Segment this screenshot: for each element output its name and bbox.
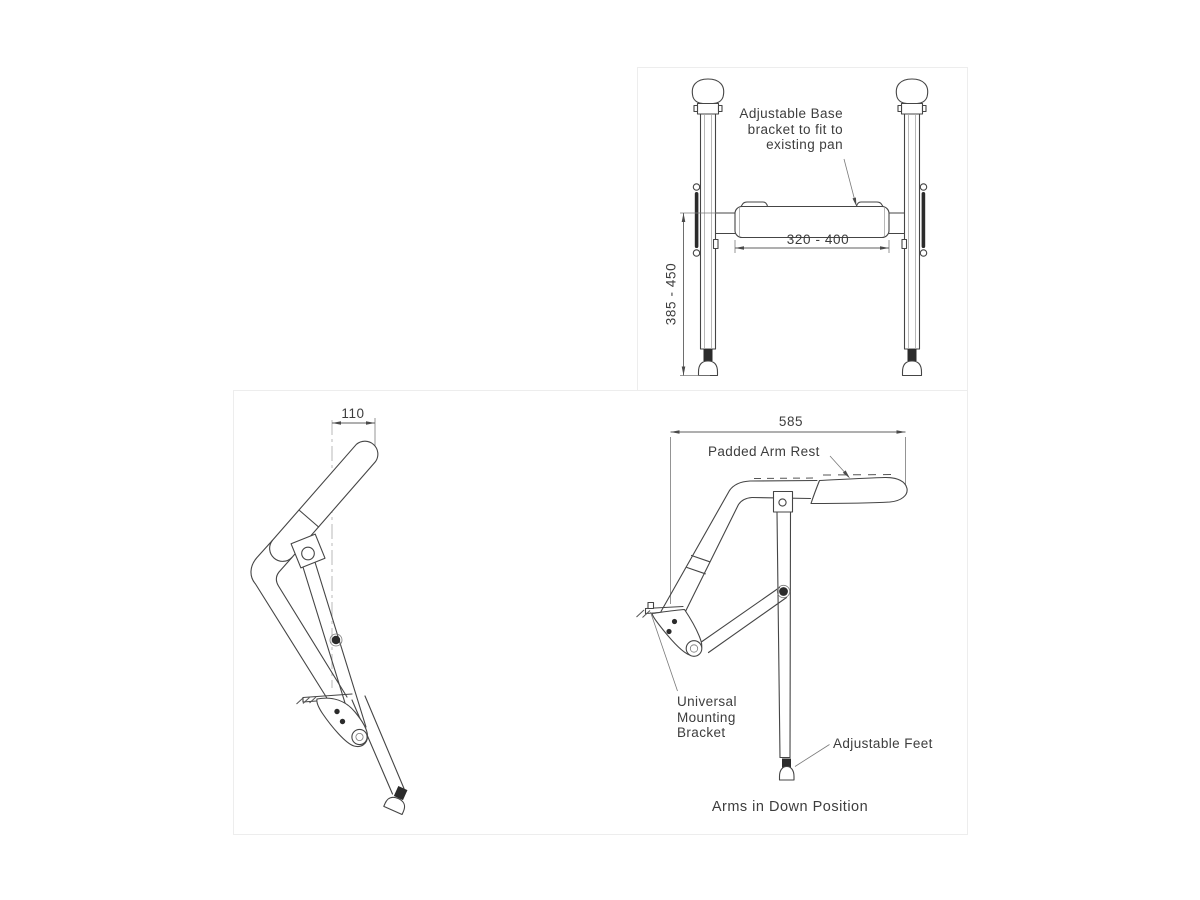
arm-offset-dimension: 110 [341, 406, 365, 421]
padded-armrest-label: Padded Arm Rest [708, 444, 820, 459]
offset-dimension-lines [332, 418, 376, 446]
front-view-drawing [680, 78, 929, 377]
mounting-bracket [296, 693, 369, 748]
base-bracket-annotation: Adjustable Base bracket to fit to existi… [739, 106, 843, 153]
arm-up-view-drawing [250, 418, 408, 816]
base-bracket-plate [694, 192, 699, 248]
adjustable-foot [778, 756, 795, 781]
depth-dimension-lines [670, 430, 906, 604]
front-width-dimension-lines [734, 240, 890, 253]
bracket-leader [650, 611, 678, 692]
pivot-pin [779, 587, 788, 596]
arm-tube [250, 539, 331, 704]
armrest-tube [749, 479, 818, 482]
left-leg [691, 78, 725, 377]
front-width-dimension: 320 - 400 [786, 232, 850, 247]
folding-strut [701, 586, 781, 643]
front-height-dimension-lines [680, 212, 716, 376]
base-bracket-plate [921, 192, 926, 248]
armrest-leader [829, 455, 850, 479]
pivot-pin [331, 635, 341, 645]
feet-leader [794, 744, 830, 767]
front-height-dimension: 385 - 450 [663, 262, 679, 326]
annotation-leader [843, 158, 857, 207]
adjustable-foot [703, 349, 713, 361]
leg-tube [776, 511, 781, 759]
leg-tube [351, 699, 394, 795]
arm-down-view-drawing [636, 430, 908, 781]
adjustable-foot [907, 349, 917, 361]
caption-arms-down: Arms in Down Position [711, 799, 869, 815]
arm-depth-dimension: 585 [778, 414, 804, 429]
armrest-pad [810, 476, 908, 505]
leg-cap [691, 78, 725, 105]
mounting-bracket-label: Universal Mounting Bracket [677, 694, 737, 741]
base-crossbar [715, 201, 905, 239]
right-leg [895, 78, 929, 377]
leg-cap [895, 78, 929, 105]
mounting-bracket [636, 601, 703, 657]
adjustable-foot [383, 786, 408, 816]
adjustable-feet-label: Adjustable Feet [833, 736, 933, 751]
folded-armrest [269, 440, 379, 562]
